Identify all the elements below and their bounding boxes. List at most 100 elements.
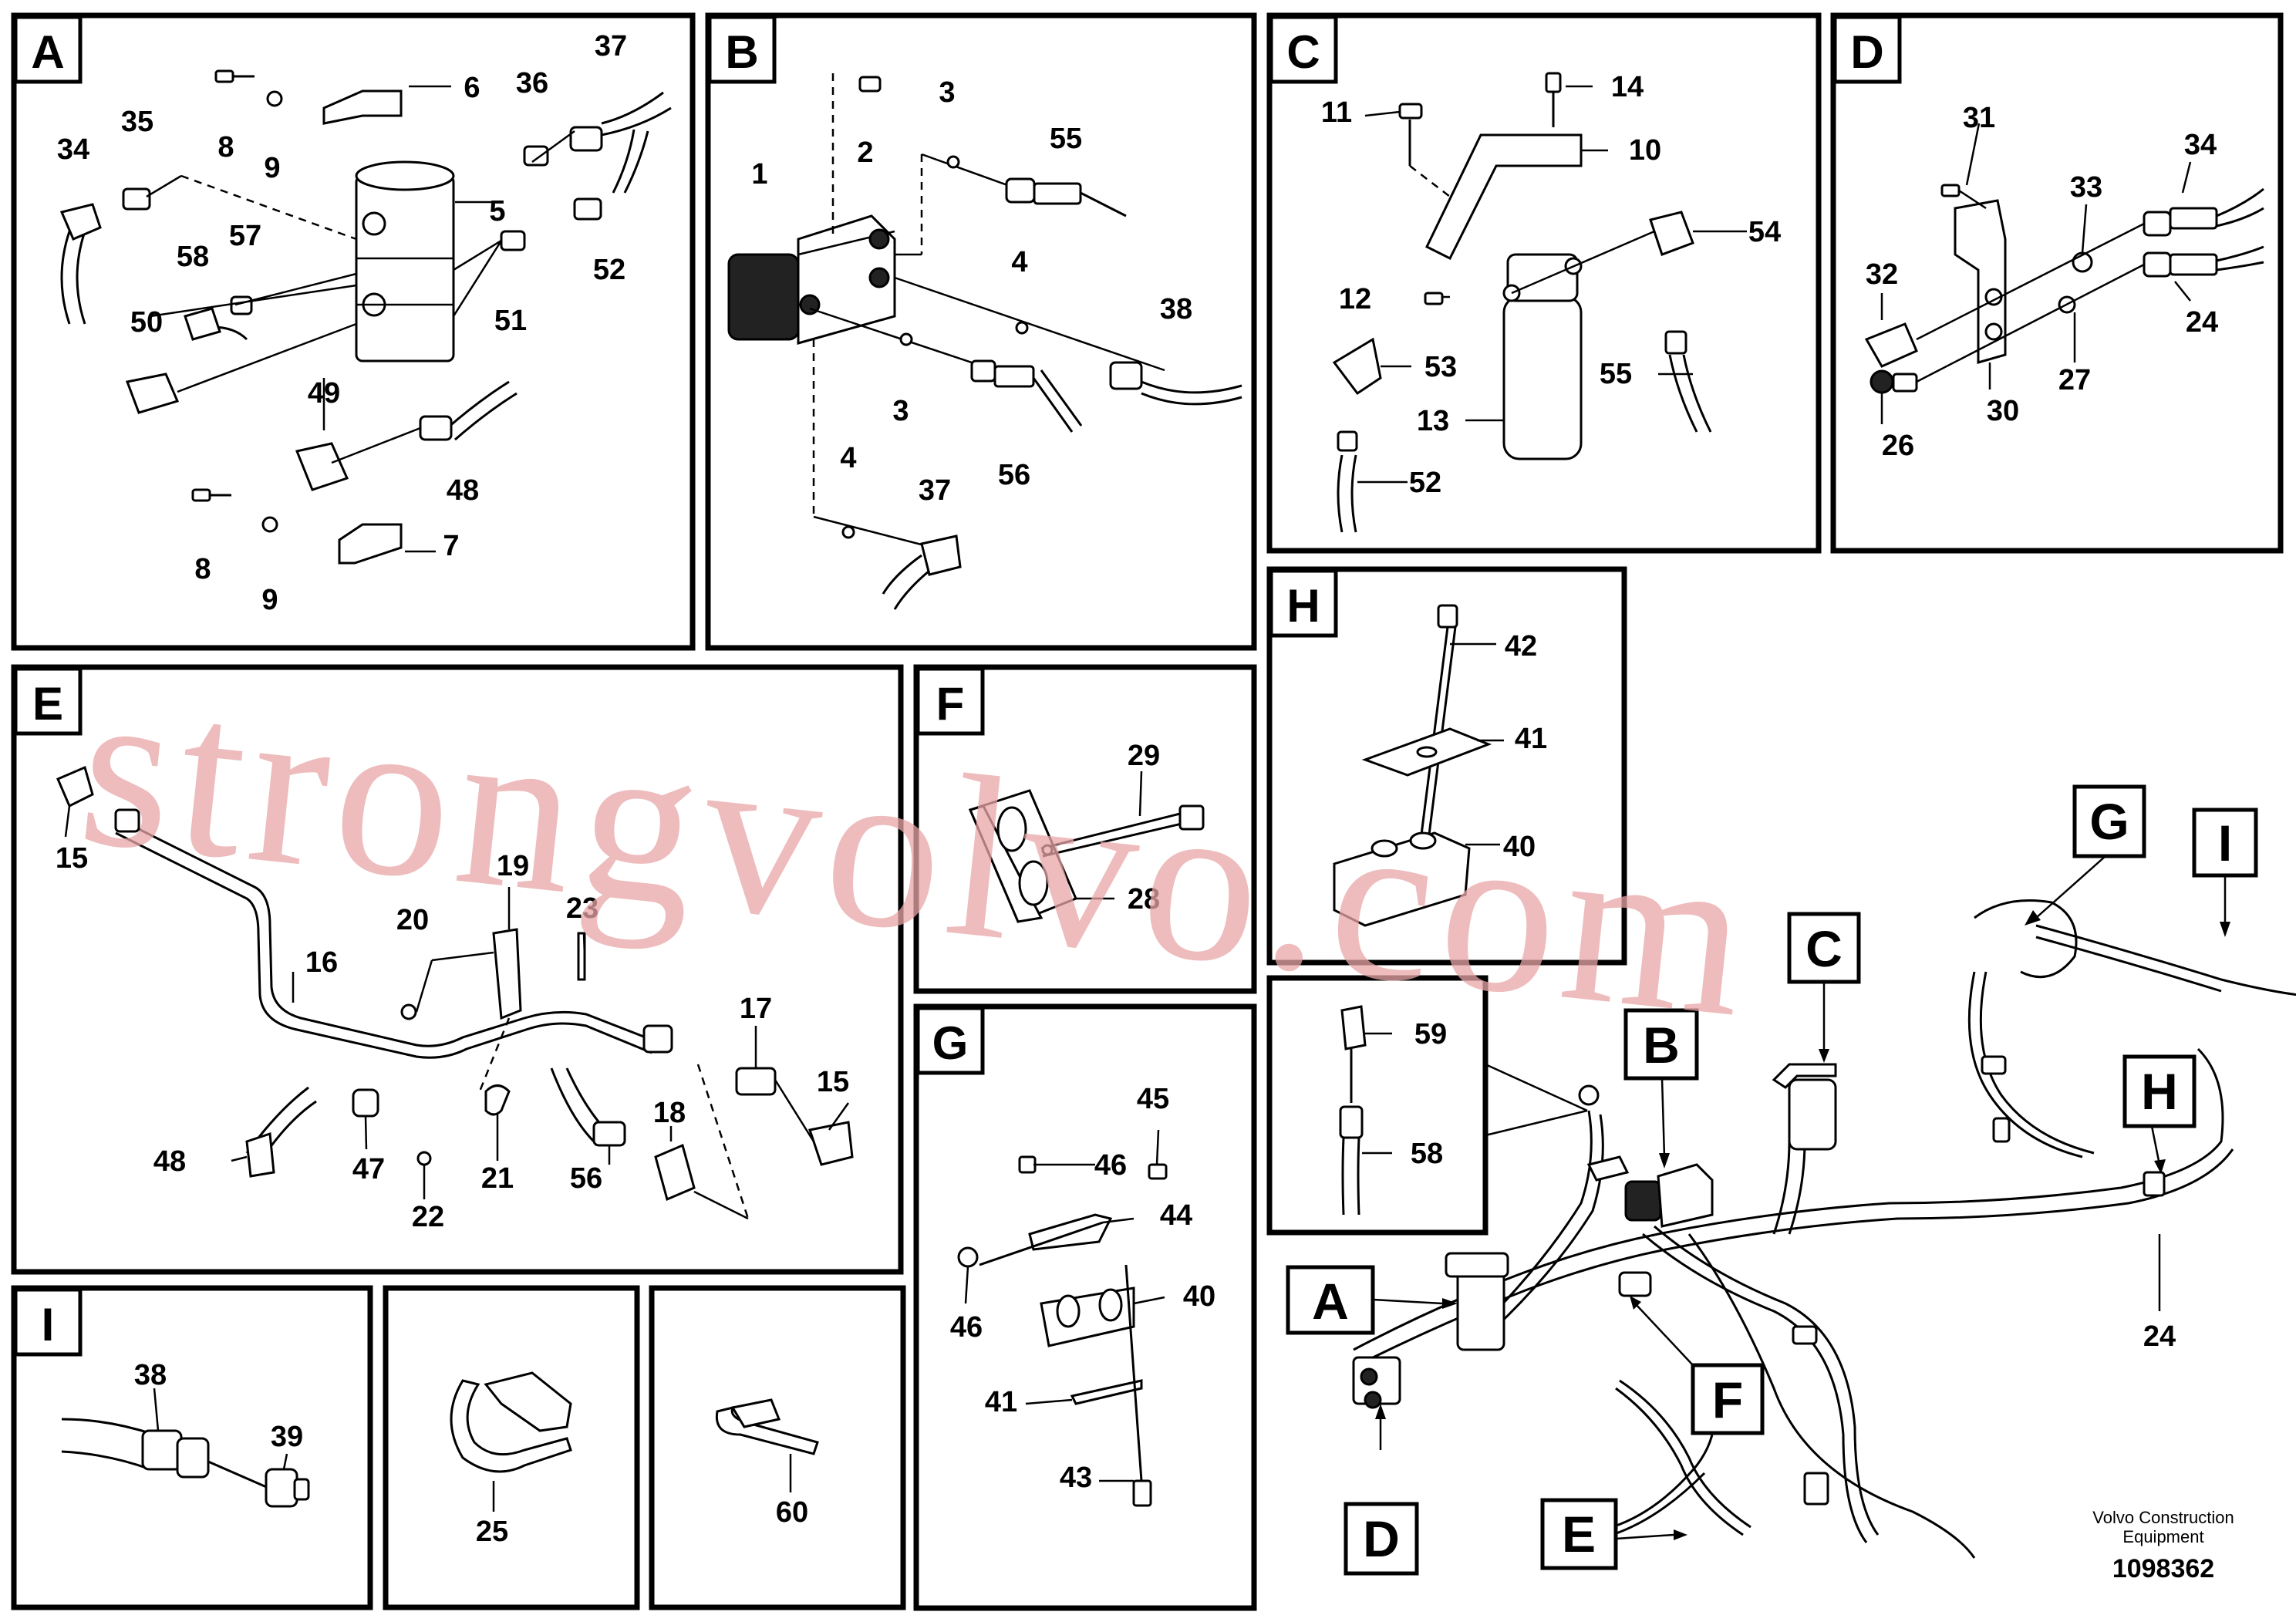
label-g-46: 46 bbox=[1094, 1149, 1127, 1182]
label-c-13: 13 bbox=[1417, 405, 1449, 437]
label-c-54: 54 bbox=[1748, 216, 1781, 248]
label-b-4: 4 bbox=[1011, 246, 1027, 278]
label-d-30: 30 bbox=[1987, 395, 2019, 427]
panel-h-tag: H bbox=[1286, 580, 1320, 632]
label-e-47: 47 bbox=[352, 1153, 385, 1185]
panel-a-tag: A bbox=[31, 26, 64, 78]
panel-b-tag: B bbox=[725, 26, 758, 78]
label-a-49: 49 bbox=[308, 377, 340, 410]
panel-g: G 45 46 44 40 46 41 43 bbox=[913, 1003, 1257, 1611]
label-b-4b: 4 bbox=[840, 442, 856, 474]
label-e-19: 19 bbox=[497, 850, 529, 882]
callout-c: C bbox=[1805, 920, 1843, 977]
label-a-57: 57 bbox=[229, 220, 261, 252]
label-a-58: 58 bbox=[177, 241, 209, 273]
label-g-41: 41 bbox=[985, 1386, 1017, 1418]
label-h-42: 42 bbox=[1505, 630, 1537, 663]
label-g-43: 43 bbox=[1060, 1462, 1092, 1494]
label-c-14: 14 bbox=[1611, 71, 1644, 103]
label-g-46b: 46 bbox=[950, 1311, 983, 1344]
label-d-24: 24 bbox=[2186, 306, 2218, 339]
label-g-40: 40 bbox=[1183, 1280, 1215, 1313]
panel-h: H 42 41 40 bbox=[1266, 566, 1627, 966]
label-c-12: 12 bbox=[1339, 283, 1371, 315]
label-i-39: 39 bbox=[271, 1421, 303, 1453]
label-g-44: 44 bbox=[1160, 1199, 1192, 1232]
label-a-9b: 9 bbox=[261, 584, 278, 616]
label-a-9: 9 bbox=[264, 152, 280, 184]
label-c-11: 11 bbox=[1321, 96, 1352, 129]
panel-60: 60 bbox=[649, 1285, 906, 1610]
panel-c-tag: C bbox=[1286, 26, 1320, 78]
callout-g: G bbox=[2089, 793, 2129, 850]
label-60: 60 bbox=[776, 1496, 808, 1529]
label-d-33: 33 bbox=[2070, 171, 2102, 204]
label-h-41: 41 bbox=[1515, 723, 1547, 755]
label-b-56: 56 bbox=[998, 459, 1030, 491]
label-a-34: 34 bbox=[57, 133, 89, 166]
drawing-number: 1098362 bbox=[2112, 1554, 2214, 1583]
label-i-38: 38 bbox=[134, 1359, 167, 1391]
label-a-35: 35 bbox=[121, 106, 153, 138]
label-a-52: 52 bbox=[593, 254, 625, 286]
label-b-38: 38 bbox=[1160, 293, 1192, 325]
label-e-22: 22 bbox=[412, 1201, 444, 1233]
label-c-10: 10 bbox=[1629, 134, 1661, 167]
panel-c: C 14 11 10 bbox=[1266, 12, 1822, 554]
panel-i: I 38 39 bbox=[11, 1285, 373, 1610]
label-a-5: 5 bbox=[489, 195, 505, 228]
label-d-34: 34 bbox=[2184, 129, 2217, 161]
label-a-48: 48 bbox=[447, 474, 479, 507]
label-d-27: 27 bbox=[2058, 364, 2091, 396]
callout-d: D bbox=[1363, 1510, 1400, 1567]
label-e-15: 15 bbox=[56, 842, 88, 875]
label-a-36: 36 bbox=[516, 67, 548, 99]
footer-company-line2: Equipment bbox=[2122, 1527, 2203, 1546]
label-d-32: 32 bbox=[1866, 258, 1898, 291]
label-a-8: 8 bbox=[217, 131, 234, 164]
label-e-20: 20 bbox=[396, 904, 429, 936]
callout-b: B bbox=[1643, 1017, 1680, 1074]
label-a-8b: 8 bbox=[194, 553, 211, 585]
label-e-16: 16 bbox=[305, 946, 338, 979]
label-58: 58 bbox=[1411, 1138, 1443, 1170]
drawing-footer: Volvo Construction Equipment 1098362 bbox=[2092, 1508, 2234, 1583]
panel-f: F 29 28 bbox=[913, 664, 1257, 994]
overview-assembly: G I C B H A F D E 24 bbox=[1286, 784, 2296, 1576]
label-d-31: 31 bbox=[1963, 102, 1995, 134]
panel-g-tag: G bbox=[932, 1017, 969, 1069]
panel-i-tag: I bbox=[42, 1299, 55, 1351]
callout-h: H bbox=[2141, 1063, 2178, 1120]
label-c-52: 52 bbox=[1409, 467, 1441, 499]
label-e-23: 23 bbox=[566, 892, 598, 925]
label-e-48: 48 bbox=[153, 1145, 186, 1178]
label-c-53: 53 bbox=[1424, 351, 1457, 383]
label-a-50: 50 bbox=[130, 306, 163, 339]
panel-a: A bbox=[11, 12, 696, 651]
label-e-21: 21 bbox=[481, 1162, 514, 1195]
callout-f: F bbox=[1712, 1371, 1743, 1428]
panel-d-tag: D bbox=[1850, 26, 1883, 78]
label-b-2: 2 bbox=[857, 137, 873, 169]
label-a-51: 51 bbox=[494, 305, 527, 337]
label-f-28: 28 bbox=[1128, 883, 1160, 916]
label-overview-24: 24 bbox=[2143, 1320, 2176, 1353]
label-b-1: 1 bbox=[751, 158, 767, 191]
callout-a: A bbox=[1312, 1273, 1349, 1330]
label-e-15b: 15 bbox=[817, 1066, 849, 1098]
label-g-45: 45 bbox=[1137, 1083, 1169, 1115]
label-f-29: 29 bbox=[1128, 740, 1160, 772]
panel-e: E bbox=[11, 664, 904, 1275]
panel-b: B 2 3 bbox=[705, 12, 1257, 651]
label-a-7: 7 bbox=[443, 530, 459, 562]
label-e-18: 18 bbox=[653, 1097, 686, 1129]
panel-25: 25 bbox=[383, 1285, 640, 1610]
label-b-37: 37 bbox=[919, 474, 951, 507]
callout-e: E bbox=[1562, 1506, 1596, 1563]
label-a-6: 6 bbox=[464, 72, 480, 104]
label-h-40: 40 bbox=[1503, 831, 1536, 863]
footer-company: Volvo Construction bbox=[2092, 1508, 2234, 1527]
label-b-3: 3 bbox=[939, 76, 955, 109]
label-d-26: 26 bbox=[1882, 430, 1914, 462]
